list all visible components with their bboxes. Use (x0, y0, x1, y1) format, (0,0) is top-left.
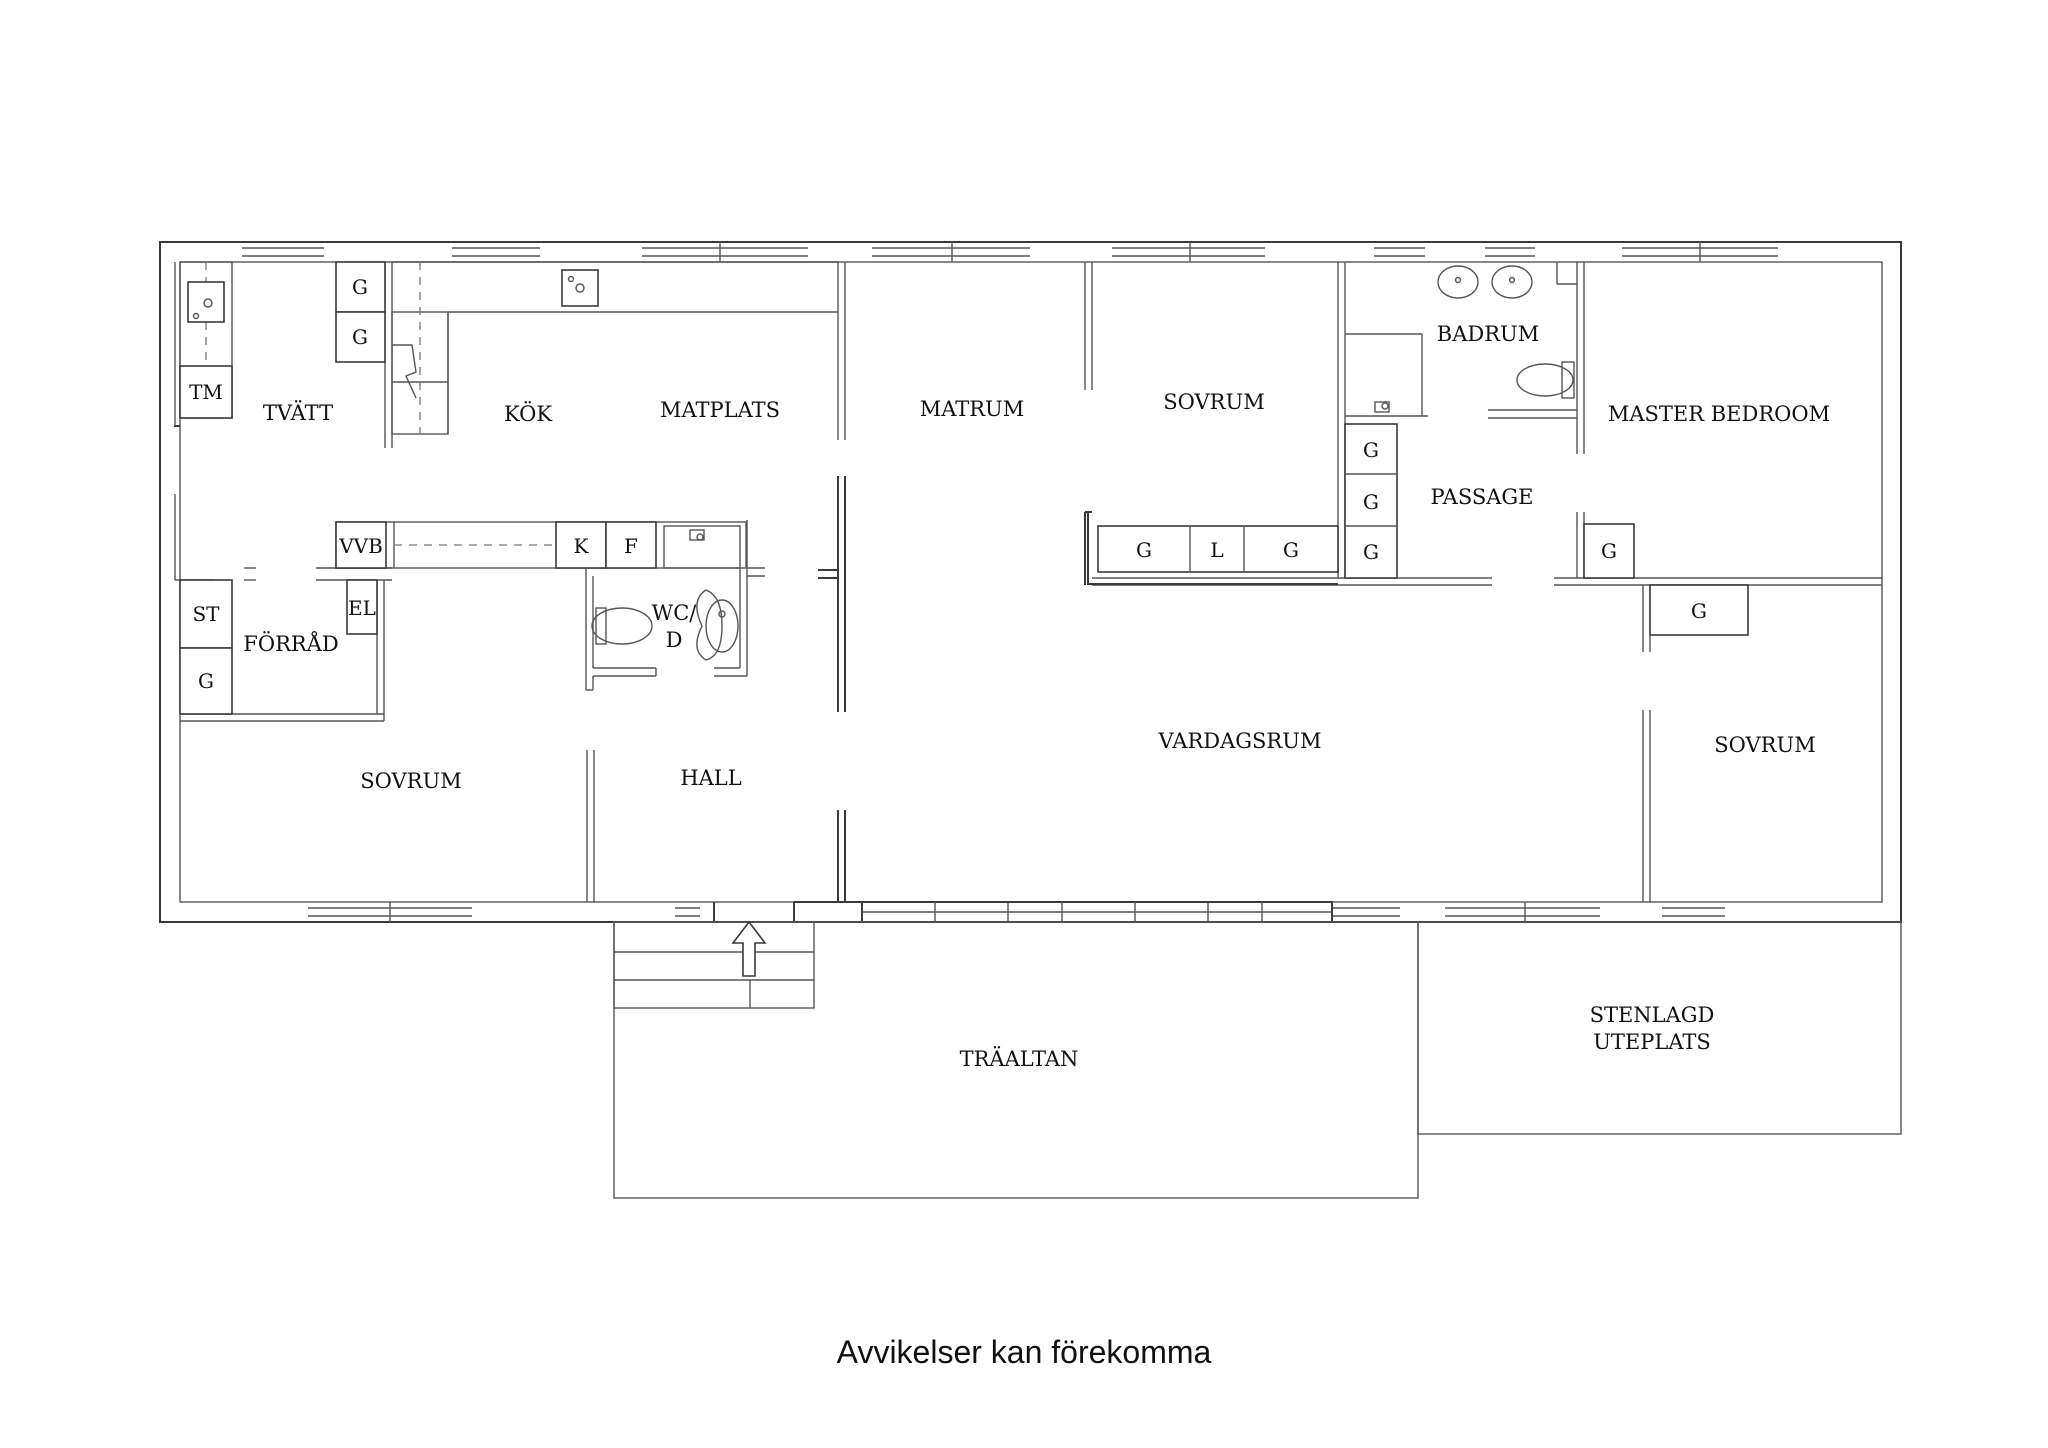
windows-bottom (308, 902, 1725, 922)
master-g-label: G (1601, 539, 1617, 563)
master-cabinets: G G (1583, 523, 1749, 636)
interior-walls (174, 261, 1882, 922)
outer-walls (159, 241, 1902, 923)
room-matrum: MATRUM (920, 397, 1025, 421)
storage-g-label: G (198, 669, 214, 693)
tm-cabinet (179, 365, 233, 419)
cabinet-g-2-label: G (352, 325, 368, 349)
passage-g-3-label: G (1363, 540, 1379, 564)
sliding-doors (861, 901, 1333, 923)
right-g-label: G (1691, 599, 1707, 623)
room-labels: TVÄTT KÖK MATPLATS MATRUM SOVRUM BADRUM … (243, 322, 1830, 1071)
windows-top (242, 242, 1778, 262)
right-g-box (1649, 584, 1749, 636)
wc-fixtures (591, 589, 739, 661)
passage-cabinets: G G G (1344, 423, 1398, 579)
room-hall: HALL (680, 766, 741, 790)
tm-label: TM (189, 380, 223, 404)
passage-g-1-label: G (1363, 438, 1379, 462)
room-kok: KÖK (504, 401, 552, 426)
room-forrad: FÖRRÅD (243, 631, 338, 656)
living-cabinets: G L G (1087, 512, 1339, 585)
room-sovrum-right: SOVRUM (1714, 733, 1815, 757)
passage-g-2-label: G (1363, 490, 1379, 514)
room-sovrum-top: SOVRUM (1163, 390, 1264, 414)
room-tvatt: TVÄTT (263, 401, 333, 425)
f-label: F (624, 534, 638, 558)
laundry-fixtures: TM G G (179, 261, 386, 419)
disclaimer-caption: Avvikelser kan förekomma (836, 1334, 1212, 1370)
vvb-label: VVB (338, 534, 383, 558)
room-master-bedroom: MASTER BEDROOM (1608, 402, 1830, 426)
cabinet-g-1-label: G (352, 275, 368, 299)
el-label: EL (348, 596, 376, 620)
st-label: ST (192, 602, 220, 626)
utility-counter: VVB K F (335, 521, 747, 569)
living-cabinet-g-2-label: G (1283, 538, 1299, 562)
el-box (346, 579, 378, 635)
cabinet-g-1 (335, 261, 386, 313)
room-wc-d-line1: WC/ (652, 601, 698, 625)
st-box (179, 579, 233, 649)
room-sovrum-left: SOVRUM (360, 769, 461, 793)
kitchen-counter (391, 262, 599, 435)
room-stenlagd-line2: UTEPLATS (1593, 1030, 1711, 1054)
room-matplats: MATPLATS (660, 398, 780, 422)
f-box (605, 521, 657, 569)
k-label: K (574, 534, 590, 558)
cabinet-g-2 (335, 311, 386, 363)
outdoor (613, 920, 1902, 1199)
room-badrum: BADRUM (1437, 322, 1539, 346)
living-cabinet-l-label: L (1210, 538, 1223, 562)
room-stenlagd-line1: STENLAGD (1590, 1003, 1715, 1027)
room-traaltan: TRÄALTAN (960, 1047, 1079, 1071)
room-vardagsrum: VARDAGSRUM (1158, 729, 1322, 753)
entrance-arrow-icon (731, 920, 767, 977)
storage-g-box (179, 647, 233, 715)
living-cabinet-g-1-label: G (1136, 538, 1152, 562)
bathroom-fixtures (1374, 265, 1575, 413)
vvb-box (335, 521, 387, 569)
master-g-box (1583, 523, 1635, 579)
room-passage: PASSAGE (1430, 485, 1533, 509)
storage-fixtures: ST G EL (179, 579, 378, 715)
room-wc-d-line2: D (666, 628, 683, 652)
